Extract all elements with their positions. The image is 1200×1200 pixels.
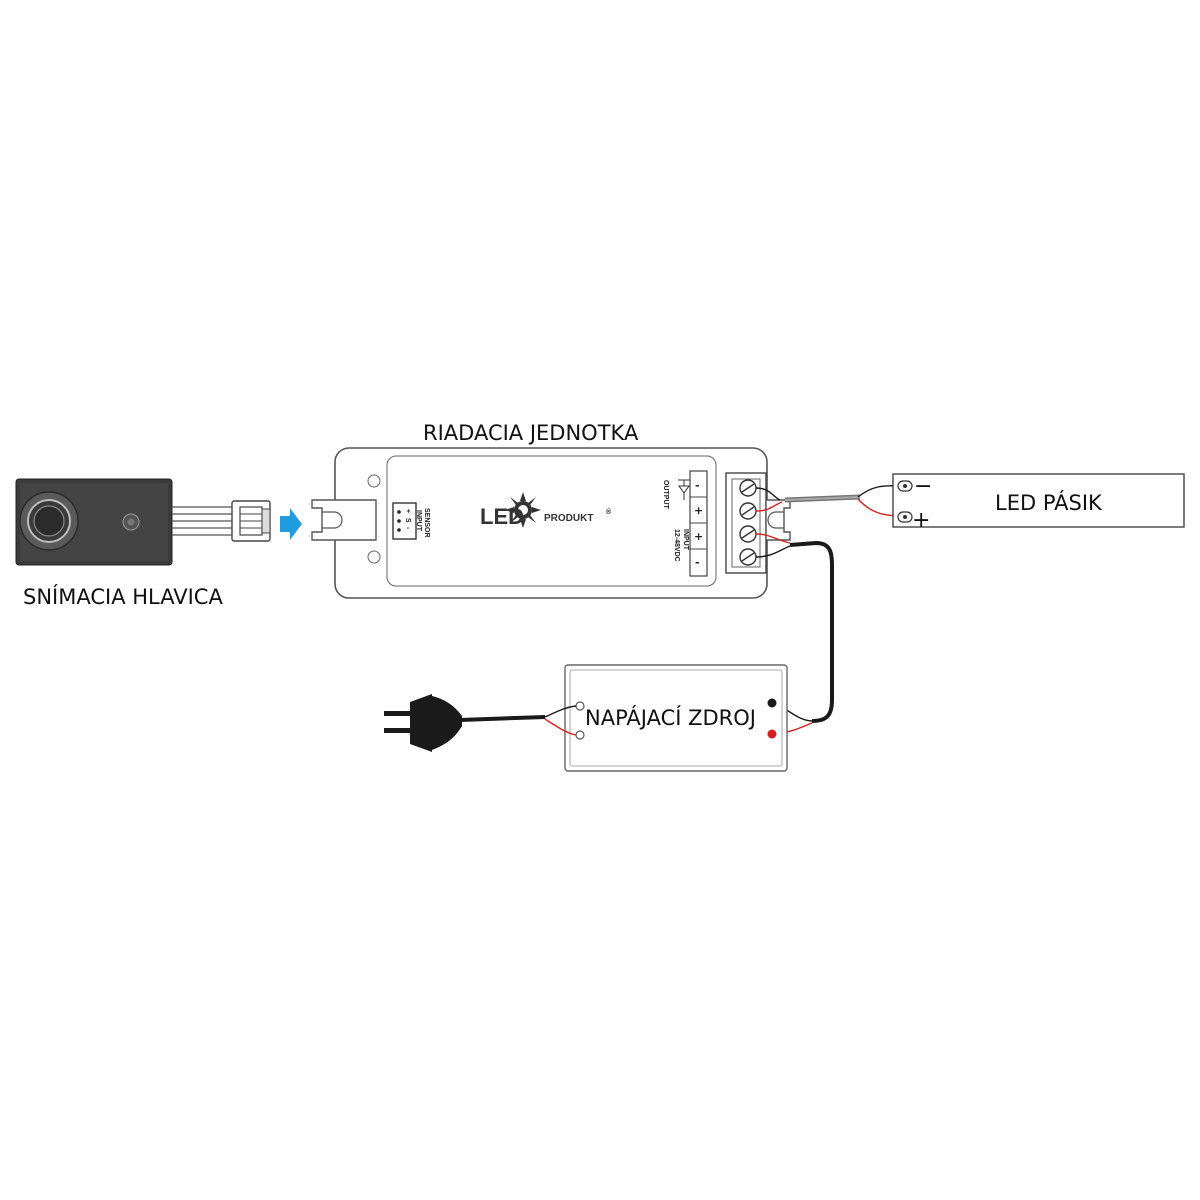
terminal-sign-output-minus: - <box>695 479 700 492</box>
screw-terminal-icon <box>739 479 757 497</box>
logo-registered: ® <box>606 508 612 516</box>
led-strip-plus-sign: + <box>912 508 930 533</box>
mains-cable <box>459 705 577 736</box>
led-strip-minus-sign: − <box>914 474 932 499</box>
sensor-pin-plus: + <box>404 509 411 513</box>
plug-in-arrow-icon <box>280 508 302 540</box>
sensor-input-port: + S - SENSOR INPUT <box>392 502 430 540</box>
input-label: INPUT <box>682 529 689 551</box>
sensor-input-text-2: INPUT <box>415 510 422 532</box>
sensor-head <box>15 478 173 566</box>
sun-burst-icon <box>505 492 541 528</box>
input-voltage-label: 12-48VDC <box>673 529 680 562</box>
screw-terminal-icon <box>739 525 757 543</box>
power-supply-body <box>564 664 788 772</box>
sensor-head-label: SNÍMACIA HLAVICA <box>23 584 223 609</box>
control-unit-label: RIADACIA JEDNOTKA <box>423 421 639 445</box>
ledprodukt-logo: LED PRODUKT ® <box>480 492 612 529</box>
led-strip: − + LED PÁSIK <box>892 473 1185 533</box>
mounting-ear-right <box>765 499 791 541</box>
sensor-lens <box>33 505 65 537</box>
led-strip-body <box>892 473 1185 528</box>
terminal-sign-input-minus: - <box>695 556 700 569</box>
mounting-hole <box>367 474 381 488</box>
led-symbol-icon <box>678 479 690 500</box>
sensor-input-text: SENSOR <box>423 508 430 538</box>
terminal-sign-column: - + + - <box>689 470 708 577</box>
led-strip-label: LED PÁSIK <box>995 490 1103 515</box>
sensor-pin-s: S <box>404 518 411 523</box>
mounting-ear-left <box>311 499 377 541</box>
terminal-sign-input-plus: + <box>694 530 703 543</box>
ac-terminal <box>575 730 585 740</box>
dc-terminal-positive <box>767 729 777 739</box>
power-supply: NAPÁJACÍ ZDROJ <box>564 664 788 772</box>
dc-terminal-negative <box>767 698 777 708</box>
terminal-sign-output-plus: + <box>694 504 703 517</box>
sensor-connector <box>231 500 271 542</box>
screw-terminal-icon <box>739 502 757 520</box>
ac-terminal <box>575 701 585 711</box>
logo-produkt: PRODUKT <box>544 513 593 524</box>
mains-plug-icon <box>384 694 462 752</box>
sensor-pin-minus: - <box>404 527 411 530</box>
power-supply-label: NAPÁJACÍ ZDROJ <box>585 705 756 730</box>
logo-led: LED <box>480 504 524 529</box>
output-label: OUTPUT <box>662 480 669 510</box>
screw-terminal-icon <box>739 548 757 566</box>
control-unit-face <box>386 455 717 587</box>
control-unit: + S - SENSOR INPUT LED PRODUKT ® OUTPUT <box>311 447 791 599</box>
mounting-hole <box>367 550 381 564</box>
power-supply-cable <box>755 533 834 735</box>
sensor-cable <box>172 506 232 536</box>
